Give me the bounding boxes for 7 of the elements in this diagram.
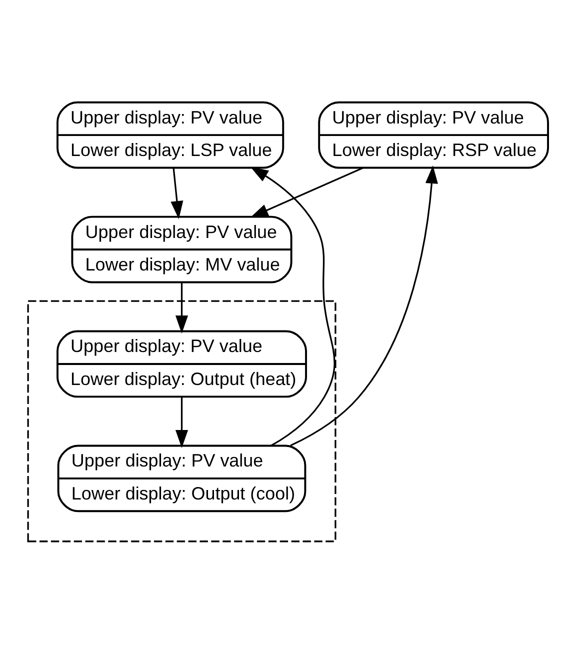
arrow: [175, 397, 188, 448]
cluster: [27, 300, 336, 542]
arrow: [250, 167, 364, 218]
arrow: [250, 166, 336, 446]
arrow: [170, 168, 184, 220]
arrow: [290, 165, 438, 446]
arrow: [175, 282, 188, 334]
